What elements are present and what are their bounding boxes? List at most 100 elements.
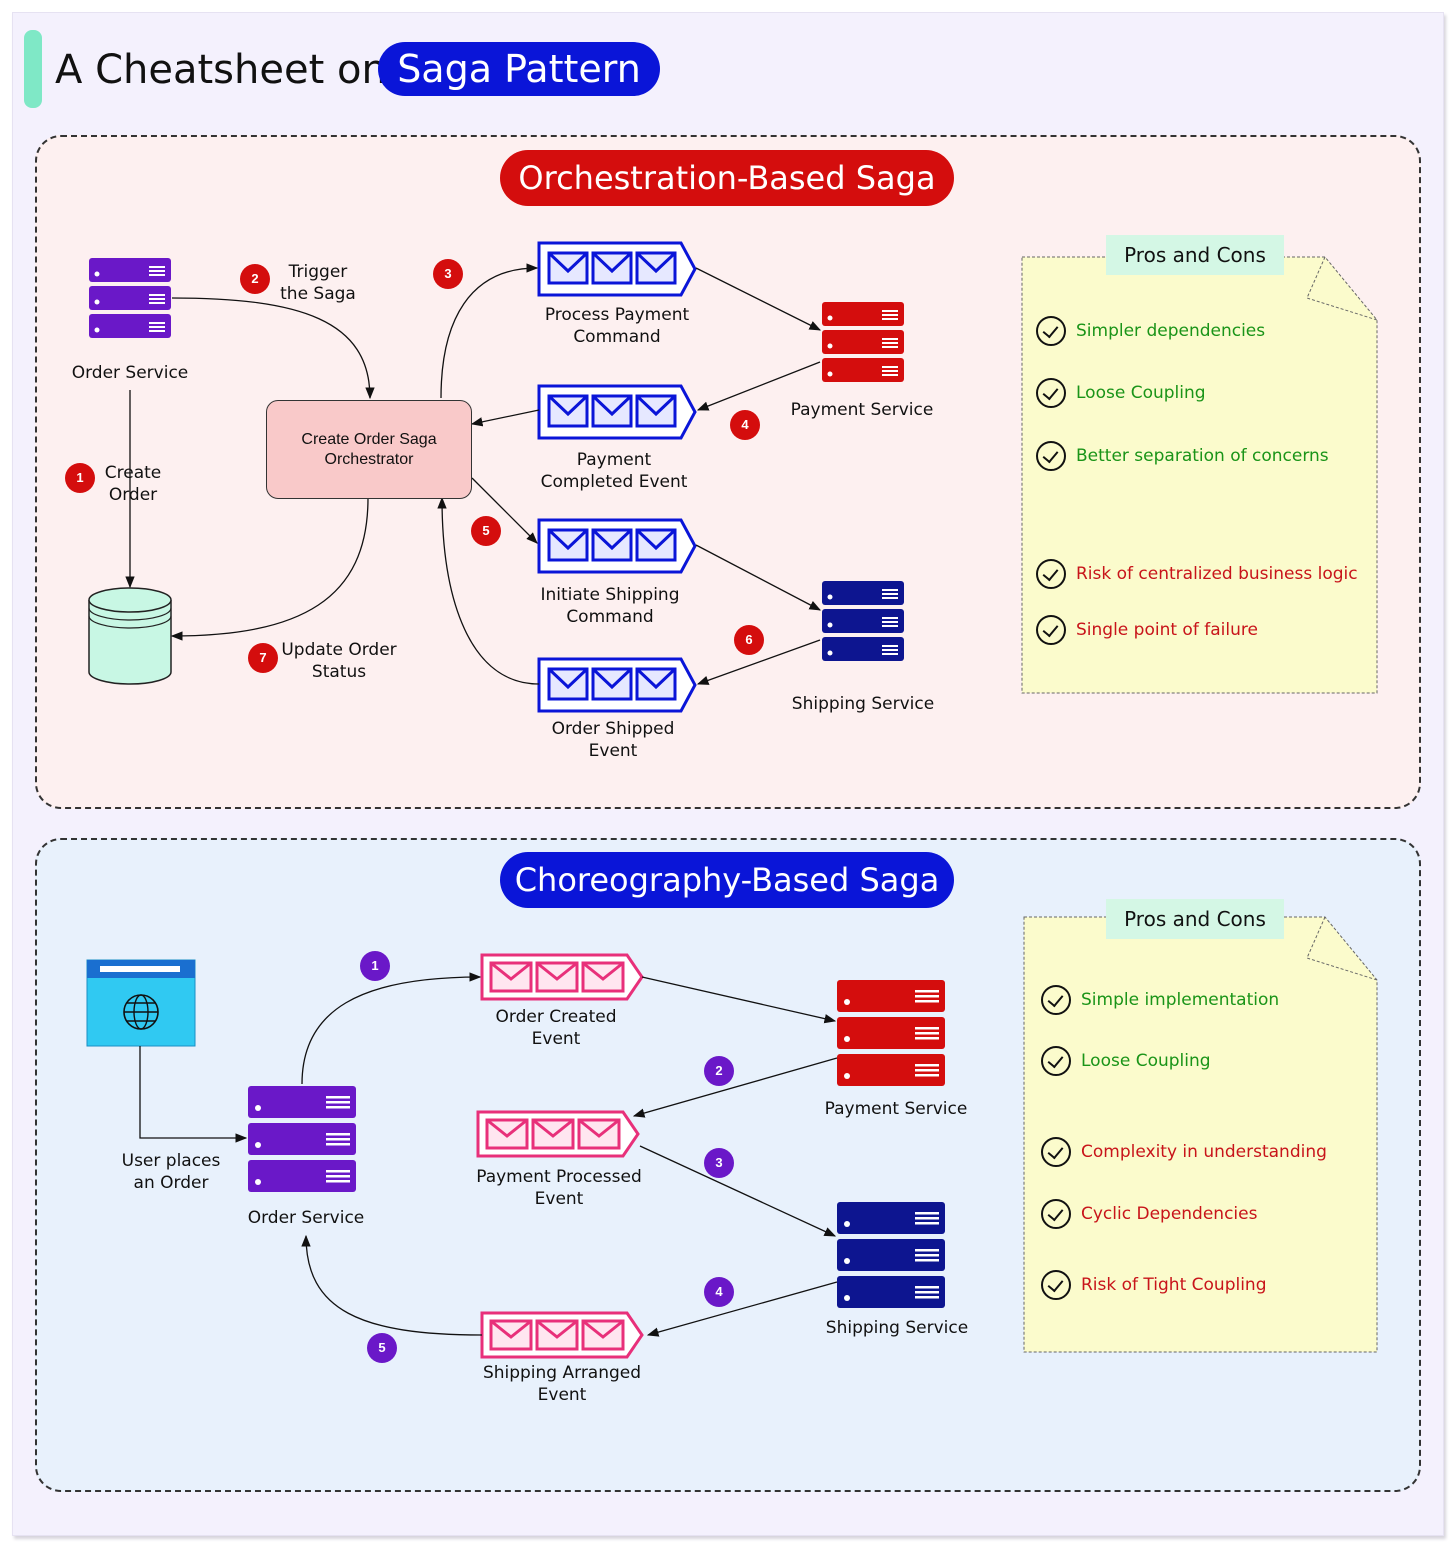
- payment-completed-label: Payment Completed Event: [540, 450, 688, 492]
- choreo-shipping-service-server-icon: [837, 1202, 945, 1308]
- orch-con-item: Risk of centralized business logic: [1036, 559, 1358, 589]
- chor-con-item: Risk of Tight Coupling: [1041, 1270, 1267, 1300]
- check-circle-icon: [1036, 615, 1066, 645]
- orchestration-heading: Orchestration-Based Saga: [500, 150, 954, 206]
- check-circle-icon: [1036, 559, 1066, 589]
- choreo-shipping-service-label: Shipping Service: [825, 1318, 969, 1338]
- user-places-order-label: User places an Order: [121, 1151, 221, 1193]
- order-created-label: Order Created Event: [495, 1007, 617, 1049]
- choreo-badge-5: 5: [367, 1333, 397, 1363]
- step-badge-7: 7: [248, 643, 278, 673]
- arrow-payment-processed: [632, 1057, 838, 1118]
- database-icon: [88, 587, 172, 685]
- step-badge-6: 6: [734, 625, 764, 655]
- arrow-shipping-arranged: [646, 1281, 838, 1337]
- check-circle-icon: [1036, 378, 1066, 408]
- check-circle-icon: [1041, 985, 1071, 1015]
- arrow-back-to-orchestrator: [437, 496, 540, 685]
- arrow-to-payment-service-choreo: [641, 976, 837, 1024]
- order-shipped-queue-icon: [537, 657, 697, 713]
- title-accent-bar: [24, 30, 42, 108]
- process-payment-label: Process Payment Command: [544, 305, 690, 347]
- chor-pro-text: Loose Coupling: [1081, 1051, 1211, 1071]
- chor-pro-item: Loose Coupling: [1041, 1046, 1211, 1076]
- page-title: A Cheatsheet on: [55, 47, 387, 93]
- arrow-to-order-created: [301, 972, 482, 1085]
- step-badge-5: 5: [471, 516, 501, 546]
- choreo-badge-1: 1: [360, 951, 390, 981]
- payment-completed-queue-icon: [537, 384, 697, 440]
- orch-pro-text: Loose Coupling: [1076, 383, 1206, 403]
- initiate-shipping-label: Initiate Shipping Command: [540, 585, 680, 627]
- step-badge-4: 4: [730, 410, 760, 440]
- payment-service-server-icon: [822, 302, 904, 382]
- check-circle-icon: [1041, 1137, 1071, 1167]
- saga-orchestrator: Create Order Saga Orchestrator: [266, 400, 472, 499]
- arrow-payment-completed: [696, 361, 821, 411]
- payment-service-label: Payment Service: [790, 400, 934, 420]
- orch-pro-text: Better separation of concerns: [1076, 446, 1329, 466]
- chor-pros-cons-tab: Pros and Cons: [1106, 899, 1284, 939]
- orch-pro-text: Simpler dependencies: [1076, 321, 1266, 341]
- payment-processed-queue-icon: [476, 1110, 640, 1158]
- chor-pro-text: Simple implementation: [1081, 990, 1280, 1010]
- orch-con-text: Risk of centralized business logic: [1076, 564, 1358, 584]
- arrow-to-payment-service: [695, 267, 822, 331]
- step-badge-1: 1: [65, 463, 95, 493]
- order-shipped-label: Order Shipped Event: [551, 719, 675, 761]
- chor-con-item: Cyclic Dependencies: [1041, 1199, 1257, 1229]
- arrow-trigger-saga: [171, 297, 375, 400]
- shipping-service-server-icon: [822, 581, 904, 661]
- arrow-to-shipping-service: [695, 544, 822, 611]
- chor-pro-item: Simple implementation: [1041, 985, 1279, 1015]
- orch-pro-item: Simpler dependencies: [1036, 316, 1265, 346]
- title-highlight: Saga Pattern: [378, 42, 660, 96]
- check-circle-icon: [1036, 441, 1066, 471]
- orch-con-item: Single point of failure: [1036, 615, 1258, 645]
- choreography-heading: Choreography-Based Saga: [500, 852, 954, 908]
- arrow-to-initiate-shipping: [471, 477, 538, 544]
- arrow-to-shipping-service-choreo: [639, 1145, 837, 1237]
- check-circle-icon: [1041, 1046, 1071, 1076]
- arrow-order-shipped: [696, 639, 821, 685]
- step-badge-2: 2: [240, 264, 270, 294]
- check-circle-icon: [1041, 1199, 1071, 1229]
- choreo-badge-2: 2: [704, 1056, 734, 1086]
- arrow-to-process-payment: [440, 263, 539, 399]
- check-circle-icon: [1036, 316, 1066, 346]
- orch-pro-item: Loose Coupling: [1036, 378, 1206, 408]
- browser-globe-icon: [86, 959, 196, 1047]
- order-service-server-icon: [89, 258, 171, 338]
- choreo-payment-service-server-icon: [837, 980, 945, 1086]
- choreo-order-service-label: Order Service: [247, 1208, 365, 1228]
- order-service-label: Order Service: [71, 363, 189, 383]
- chor-con-text: Complexity in understanding: [1081, 1142, 1327, 1162]
- initiate-shipping-queue-icon: [537, 518, 697, 574]
- arrow-update-order-status: [170, 497, 369, 641]
- step-update-status-label: Update Order Status: [281, 640, 397, 682]
- choreo-order-service-server-icon: [248, 1086, 356, 1192]
- shipping-arranged-queue-icon: [480, 1311, 644, 1359]
- chor-con-item: Complexity in understanding: [1041, 1137, 1327, 1167]
- orch-con-text: Single point of failure: [1076, 620, 1258, 640]
- order-created-queue-icon: [480, 953, 644, 1001]
- shipping-arranged-label: Shipping Arranged Event: [482, 1363, 642, 1405]
- process-payment-queue-icon: [537, 241, 697, 297]
- chor-con-text: Risk of Tight Coupling: [1081, 1275, 1267, 1295]
- choreo-badge-3: 3: [704, 1148, 734, 1178]
- choreo-payment-service-label: Payment Service: [824, 1099, 968, 1119]
- step-trigger-saga-label: Trigger the Saga: [280, 262, 356, 304]
- arrow-to-orchestrator-from-payment: [470, 409, 540, 427]
- step-badge-3: 3: [433, 259, 463, 289]
- arrow-back-to-order-service: [301, 1234, 483, 1336]
- orch-pros-cons-tab: Pros and Cons: [1106, 235, 1284, 275]
- check-circle-icon: [1041, 1270, 1071, 1300]
- chor-con-text: Cyclic Dependencies: [1081, 1204, 1258, 1224]
- arrow-user-places-order: [139, 1046, 248, 1143]
- step-create-order-label: Create Order: [104, 463, 162, 505]
- saga-orchestrator-label: Create Order Saga Orchestrator: [301, 430, 437, 468]
- choreo-badge-4: 4: [704, 1277, 734, 1307]
- shipping-service-label: Shipping Service: [791, 694, 935, 714]
- payment-processed-label: Payment Processed Event: [476, 1167, 642, 1209]
